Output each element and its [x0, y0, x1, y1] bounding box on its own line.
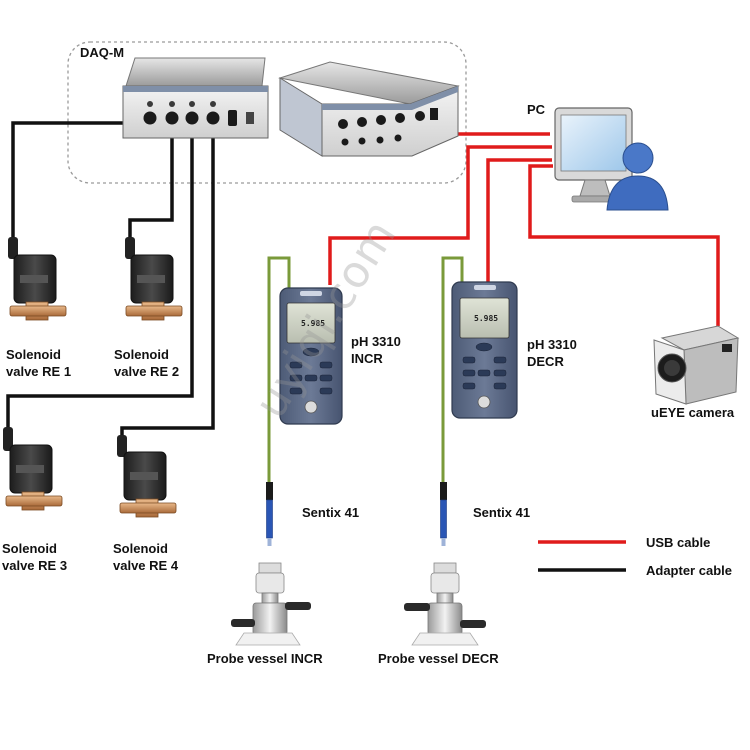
probe-cable-decr [441, 256, 464, 485]
usb-cable-meter-incr [328, 145, 552, 285]
usb-cable-camera [528, 164, 720, 326]
meter-incr: 5.985 [279, 287, 343, 425]
meter-decr: 5.985 [451, 281, 518, 419]
adapter-cable-re1 [11, 121, 150, 238]
pc-icon [554, 107, 669, 211]
adapter-cable-re3 [6, 123, 194, 428]
valve-re1 [8, 237, 67, 321]
legend-adapter-label: Adapter cable [646, 563, 732, 578]
valve-re3 [3, 427, 63, 511]
user-icon [622, 142, 654, 174]
legend-usb-label: USB cable [646, 535, 711, 550]
daq-unit-front [122, 57, 269, 139]
probe-incr [266, 482, 273, 546]
camera-icon [653, 325, 740, 405]
camera-label: uEYE camera [651, 405, 735, 420]
daq-connectors [143, 110, 254, 126]
pc-label: PC [527, 102, 546, 117]
probe-cable-incr [267, 256, 291, 485]
usb-cable-meter-decr [486, 158, 552, 290]
vessel-decr [404, 562, 486, 646]
daq-frame [67, 41, 467, 184]
daq-unit-angled [278, 61, 460, 157]
probe-cables [267, 256, 464, 485]
meter-incr-screen: 5.985 [301, 319, 325, 328]
probe-label-incr: Sentix 41 [302, 505, 360, 520]
vessel-decr-label: Probe vessel DECR [378, 651, 499, 666]
probe-label-decr: Sentix 41 [473, 505, 531, 520]
vessel-incr [231, 562, 311, 646]
valve-re2 [125, 237, 183, 321]
probe-decr [440, 482, 447, 546]
vessel-incr-label: Probe vessel INCR [207, 651, 323, 666]
adapter-cable-re2 [128, 123, 174, 238]
valve-re4 [117, 435, 177, 518]
daq-label: DAQ-M [80, 45, 124, 60]
meter-decr-screen: 5.985 [474, 314, 498, 323]
